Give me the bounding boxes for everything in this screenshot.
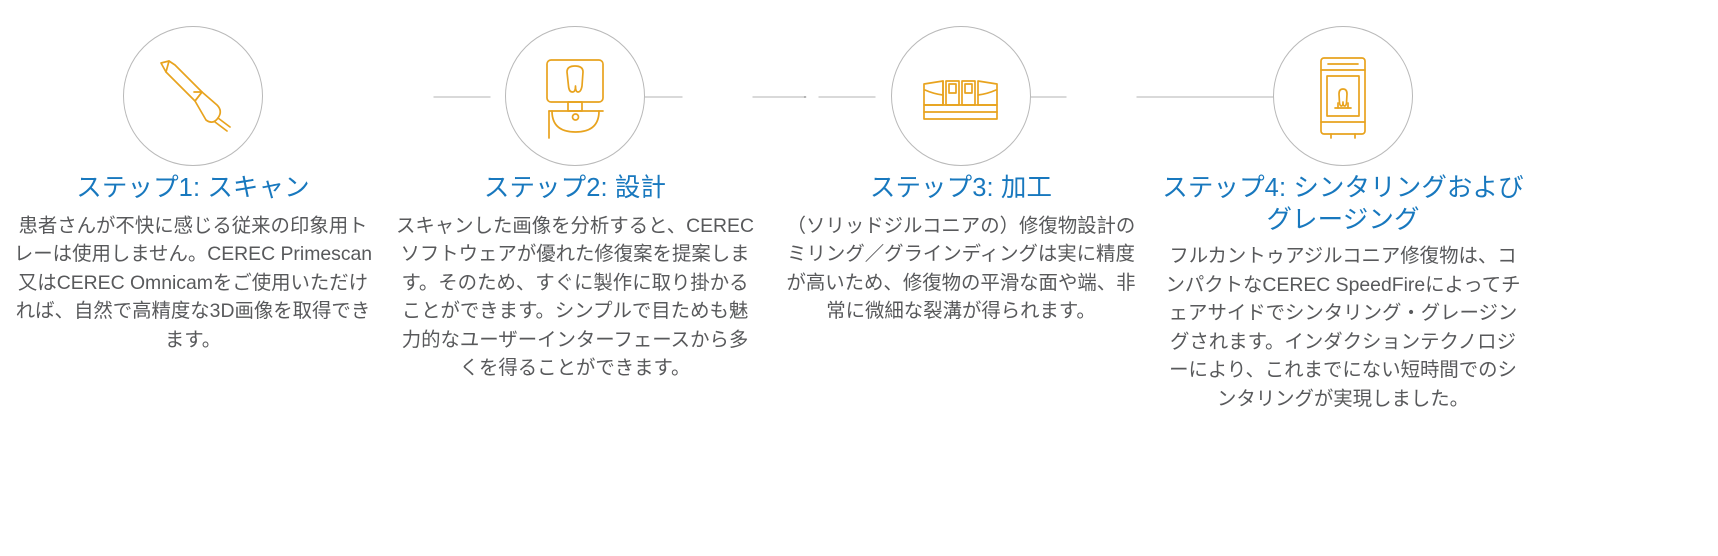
- step-1-icon-circle: [123, 26, 263, 166]
- step-3-title: ステップ3: 加工: [869, 174, 1053, 202]
- step-1-text-block: ステップ1: スキャン 患者さんが不快に感じる従来の印象用トレーは使用しません。…: [0, 172, 386, 354]
- step-2-text-block: ステップ2: 設計 スキャンした画像を分析すると、CERECソフトウェアが優れた…: [382, 172, 768, 383]
- step-1-icon-row: [0, 0, 386, 172]
- workflow-step-4: ステップ4: シンタリングおよびグレージング フルカントゥアジルコニア修復物は、…: [1150, 0, 1536, 413]
- sintering-furnace-icon: [1320, 57, 1366, 139]
- step-4-text-block: ステップ4: シンタリングおよびグレージング フルカントゥアジルコニア修復物は、…: [1150, 172, 1536, 413]
- intraoral-scanner-wand-icon: [160, 60, 231, 132]
- step-4-body: フルカントゥアジルコニア修復物は、コンパクトなCEREC SpeedFireによ…: [1165, 245, 1521, 410]
- step-3-icon-circle: [891, 26, 1031, 166]
- step-3-body: （ソリッドジルコニアの）修復物設計のミリング／グラインディングは実に精度が高いた…: [786, 214, 1136, 323]
- workflow-step-3: ステップ3: 加工 （ソリッドジルコニアの）修復物設計のミリング／グラインディン…: [768, 0, 1154, 326]
- step-3-text-block: ステップ3: 加工 （ソリッドジルコニアの）修復物設計のミリング／グラインディン…: [768, 172, 1154, 326]
- step-2-icon-row: [382, 0, 768, 172]
- step-2-body: スキャンした画像を分析すると、CERECソフトウェアが優れた修復案を提案します。…: [396, 214, 754, 380]
- step-3-icon-row: [768, 0, 1154, 172]
- step-2-title: ステップ2: 設計: [483, 174, 667, 202]
- workflow-step-1: ステップ1: スキャン 患者さんが不快に感じる従来の印象用トレーは使用しません。…: [0, 0, 386, 354]
- workflow-step-2: ステップ2: 設計 スキャンした画像を分析すると、CERECソフトウェアが優れた…: [382, 0, 768, 383]
- milling-unit-icon: [923, 80, 998, 120]
- design-monitor-tooth-icon: [546, 59, 604, 139]
- step-4-title: ステップ4: シンタリングおよびグレージング: [1162, 174, 1524, 235]
- step-4-icon-circle: [1273, 26, 1413, 166]
- step-1-body: 患者さんが不快に感じる従来の印象用トレーは使用しません。CEREC Primes…: [13, 214, 373, 351]
- step-4-icon-row: [1150, 0, 1536, 172]
- step-2-icon-circle: [505, 26, 645, 166]
- step-1-title: ステップ1: スキャン: [76, 174, 310, 202]
